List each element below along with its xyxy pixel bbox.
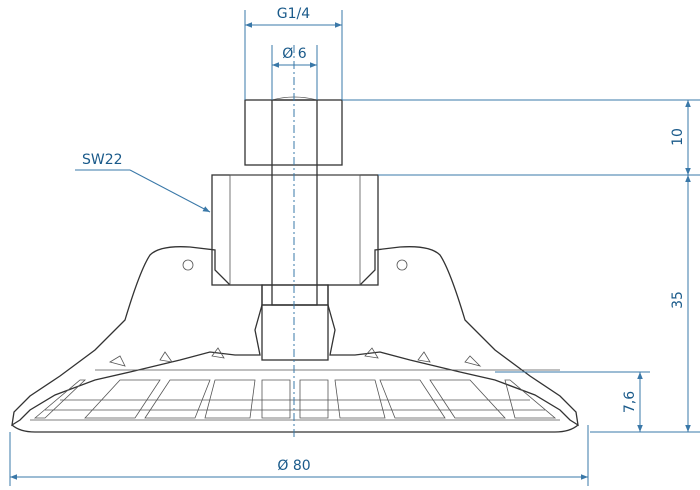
thread-height-label: 10	[670, 128, 686, 146]
threaded-fitting	[211, 96, 379, 361]
diameter-label: Ø 80	[277, 458, 310, 474]
dimension-diameter: Ø 80	[9, 425, 589, 486]
dimension-heights: 10 35 7,6	[342, 99, 700, 433]
dimension-thread: G1/4	[244, 6, 343, 100]
sealing-lip	[11, 399, 579, 433]
support-ribs	[33, 347, 560, 419]
body-height-label: 35	[670, 291, 686, 309]
dimension-wrench: SW22	[75, 152, 211, 213]
bore-label: Ø 6	[282, 46, 306, 62]
suction-cup-body	[11, 246, 579, 427]
lip-height-label: 7,6	[622, 391, 638, 413]
thread-label: G1/4	[277, 6, 310, 22]
dimension-bore: Ø 6	[271, 45, 318, 100]
wrench-label: SW22	[82, 152, 123, 168]
